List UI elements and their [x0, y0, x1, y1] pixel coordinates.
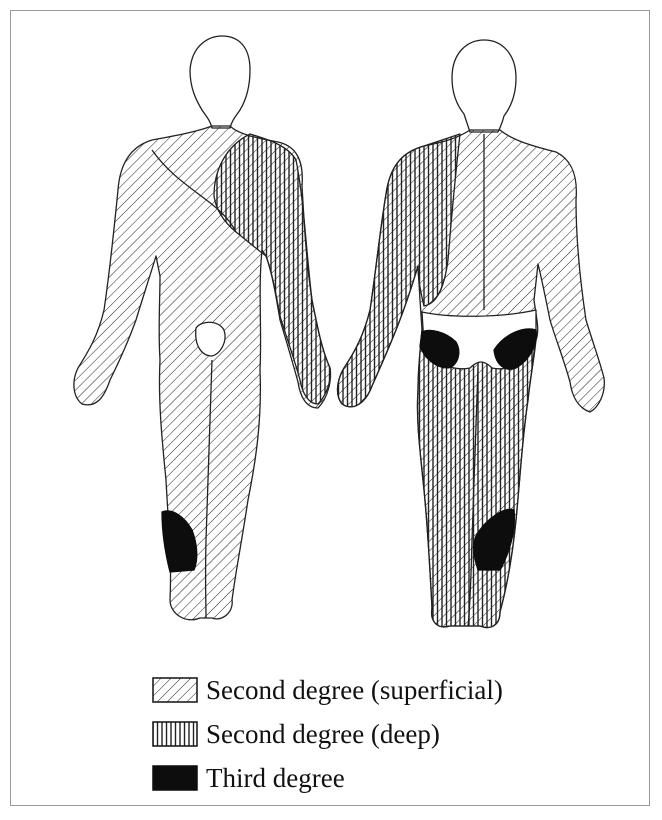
legend-label-deep: Second degree (deep): [206, 721, 440, 748]
legend-item-superficial: Second degree (superficial): [152, 668, 572, 712]
back-head: [452, 40, 516, 132]
back-view: [338, 40, 605, 627]
front-head: [190, 36, 250, 128]
solid-black-swatch-icon: [152, 765, 198, 791]
legend-label-third: Third degree: [206, 765, 345, 792]
diagonal-hatch-swatch-icon: [152, 677, 198, 703]
legend-label-superficial: Second degree (superficial): [206, 677, 503, 704]
legend-item-deep: Second degree (deep): [152, 712, 572, 756]
front-view: [74, 36, 331, 620]
back-legs-deep: [417, 330, 536, 627]
legend-item-third: Third degree: [152, 756, 572, 800]
legend: Second degree (superficial) Second degre…: [152, 668, 572, 800]
vertical-hatch-swatch-icon: [152, 721, 198, 747]
